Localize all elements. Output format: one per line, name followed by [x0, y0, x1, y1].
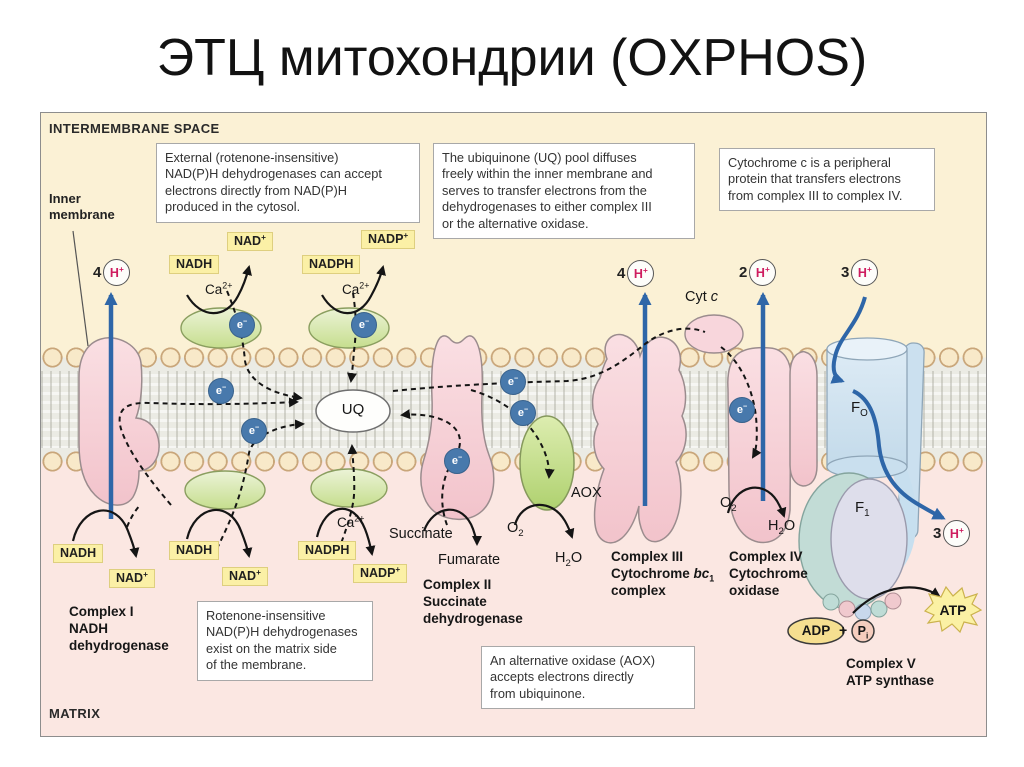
adp-label: ADP — [801, 623, 831, 638]
nadph-chip: NADPH — [302, 255, 361, 274]
electron-badge: e− — [444, 448, 470, 474]
aox-label: AOX — [571, 485, 602, 501]
ubiquinone-pool-shape — [315, 389, 391, 433]
callout-external-dehydrogenases: External (rotenone-insensitive) NAD(P)H … — [156, 143, 420, 223]
complex-iv-shape — [727, 346, 818, 544]
callout-cytochrome-c: Cytochrome c is a peripheral protein tha… — [719, 148, 935, 212]
electron-badge: e− — [351, 312, 377, 338]
plus-sign: + — [839, 622, 848, 638]
matrix-label: MATRIX — [49, 706, 101, 721]
reaction-arrows — [71, 265, 941, 614]
ubiquinone-label: UQ — [341, 401, 365, 418]
fumarate-label: Fumarate — [438, 552, 501, 568]
intermembrane-space-label: INTERMEMBRANE SPACE — [49, 121, 220, 136]
callout-alternative-oxidase: An alternative oxidase (AOX) accepts ele… — [481, 646, 695, 710]
electron-badge: e− — [729, 397, 755, 423]
calcium-label: Ca2+ — [337, 513, 365, 530]
h-plus-circle: H+ — [943, 520, 971, 547]
h-plus-circle: H+ — [103, 259, 131, 286]
adp-pi-shapes — [787, 617, 875, 645]
inner-membrane-leader-line — [72, 230, 89, 347]
oxygen-label: O2 — [507, 520, 524, 539]
nad-chip: NAD+ — [227, 232, 273, 251]
atp-label: ATP — [939, 602, 967, 618]
electron-badge: e− — [510, 400, 536, 426]
h-plus-circle: H+ — [851, 259, 879, 286]
water-label: H2O — [768, 518, 796, 537]
atp-synthase-shape — [798, 337, 925, 621]
callout-uq-pool: The ubiquinone (UQ) pool diffuses freely… — [433, 143, 695, 239]
electron-paths — [118, 290, 762, 560]
internal-dehydrogenase-left — [184, 470, 266, 510]
oxygen-label: O2 — [720, 495, 737, 514]
cytochrome-c-shape — [684, 314, 744, 354]
pi-label: Pi — [857, 624, 869, 641]
inner-membrane-label: Inner membrane — [49, 191, 115, 222]
nadp-chip: NADP+ — [353, 564, 408, 583]
nadph-chip: NADPH — [298, 541, 357, 560]
nad-chip: NAD+ — [109, 569, 155, 588]
nadh-chip: NADH — [169, 255, 220, 274]
internal-dehydrogenase-right — [310, 468, 388, 508]
f1-label: F1 — [855, 499, 870, 519]
complex-ii-shape — [420, 335, 495, 520]
calcium-label: Ca2+ — [342, 280, 370, 297]
electron-badge: e− — [241, 418, 267, 444]
electron-badge: e− — [229, 312, 255, 338]
nadh-chip: NADH — [53, 544, 104, 563]
slide-title: ЭТЦ митохондрии (OXPHOS) — [156, 29, 868, 87]
succinate-label: Succinate — [389, 526, 453, 542]
proton-pump-arrows — [104, 292, 946, 520]
calcium-label: Ca2+ — [205, 280, 233, 297]
diagram-panel: INTERMEMBRANE SPACE Inner membrane MATRI… — [40, 112, 987, 737]
nadh-chip: NADH — [169, 541, 220, 560]
complex-iii-shape — [591, 333, 687, 544]
electron-badge: e− — [208, 378, 234, 404]
h-plus-circle: H+ — [749, 259, 777, 286]
nadp-chip: NADP+ — [361, 230, 416, 249]
water-label: H2O — [555, 550, 583, 569]
callout-rotenone-insensitive: Rotenone-insensitive NAD(P)H dehydrogena… — [197, 601, 373, 681]
h-plus-circle: H+ — [627, 260, 655, 287]
atp-starburst — [923, 585, 983, 634]
fo-label: FO — [851, 399, 868, 419]
electron-badge: e− — [500, 369, 526, 395]
nad-chip: NAD+ — [222, 567, 268, 586]
cytochrome-c-label: Cyt c — [685, 289, 719, 305]
